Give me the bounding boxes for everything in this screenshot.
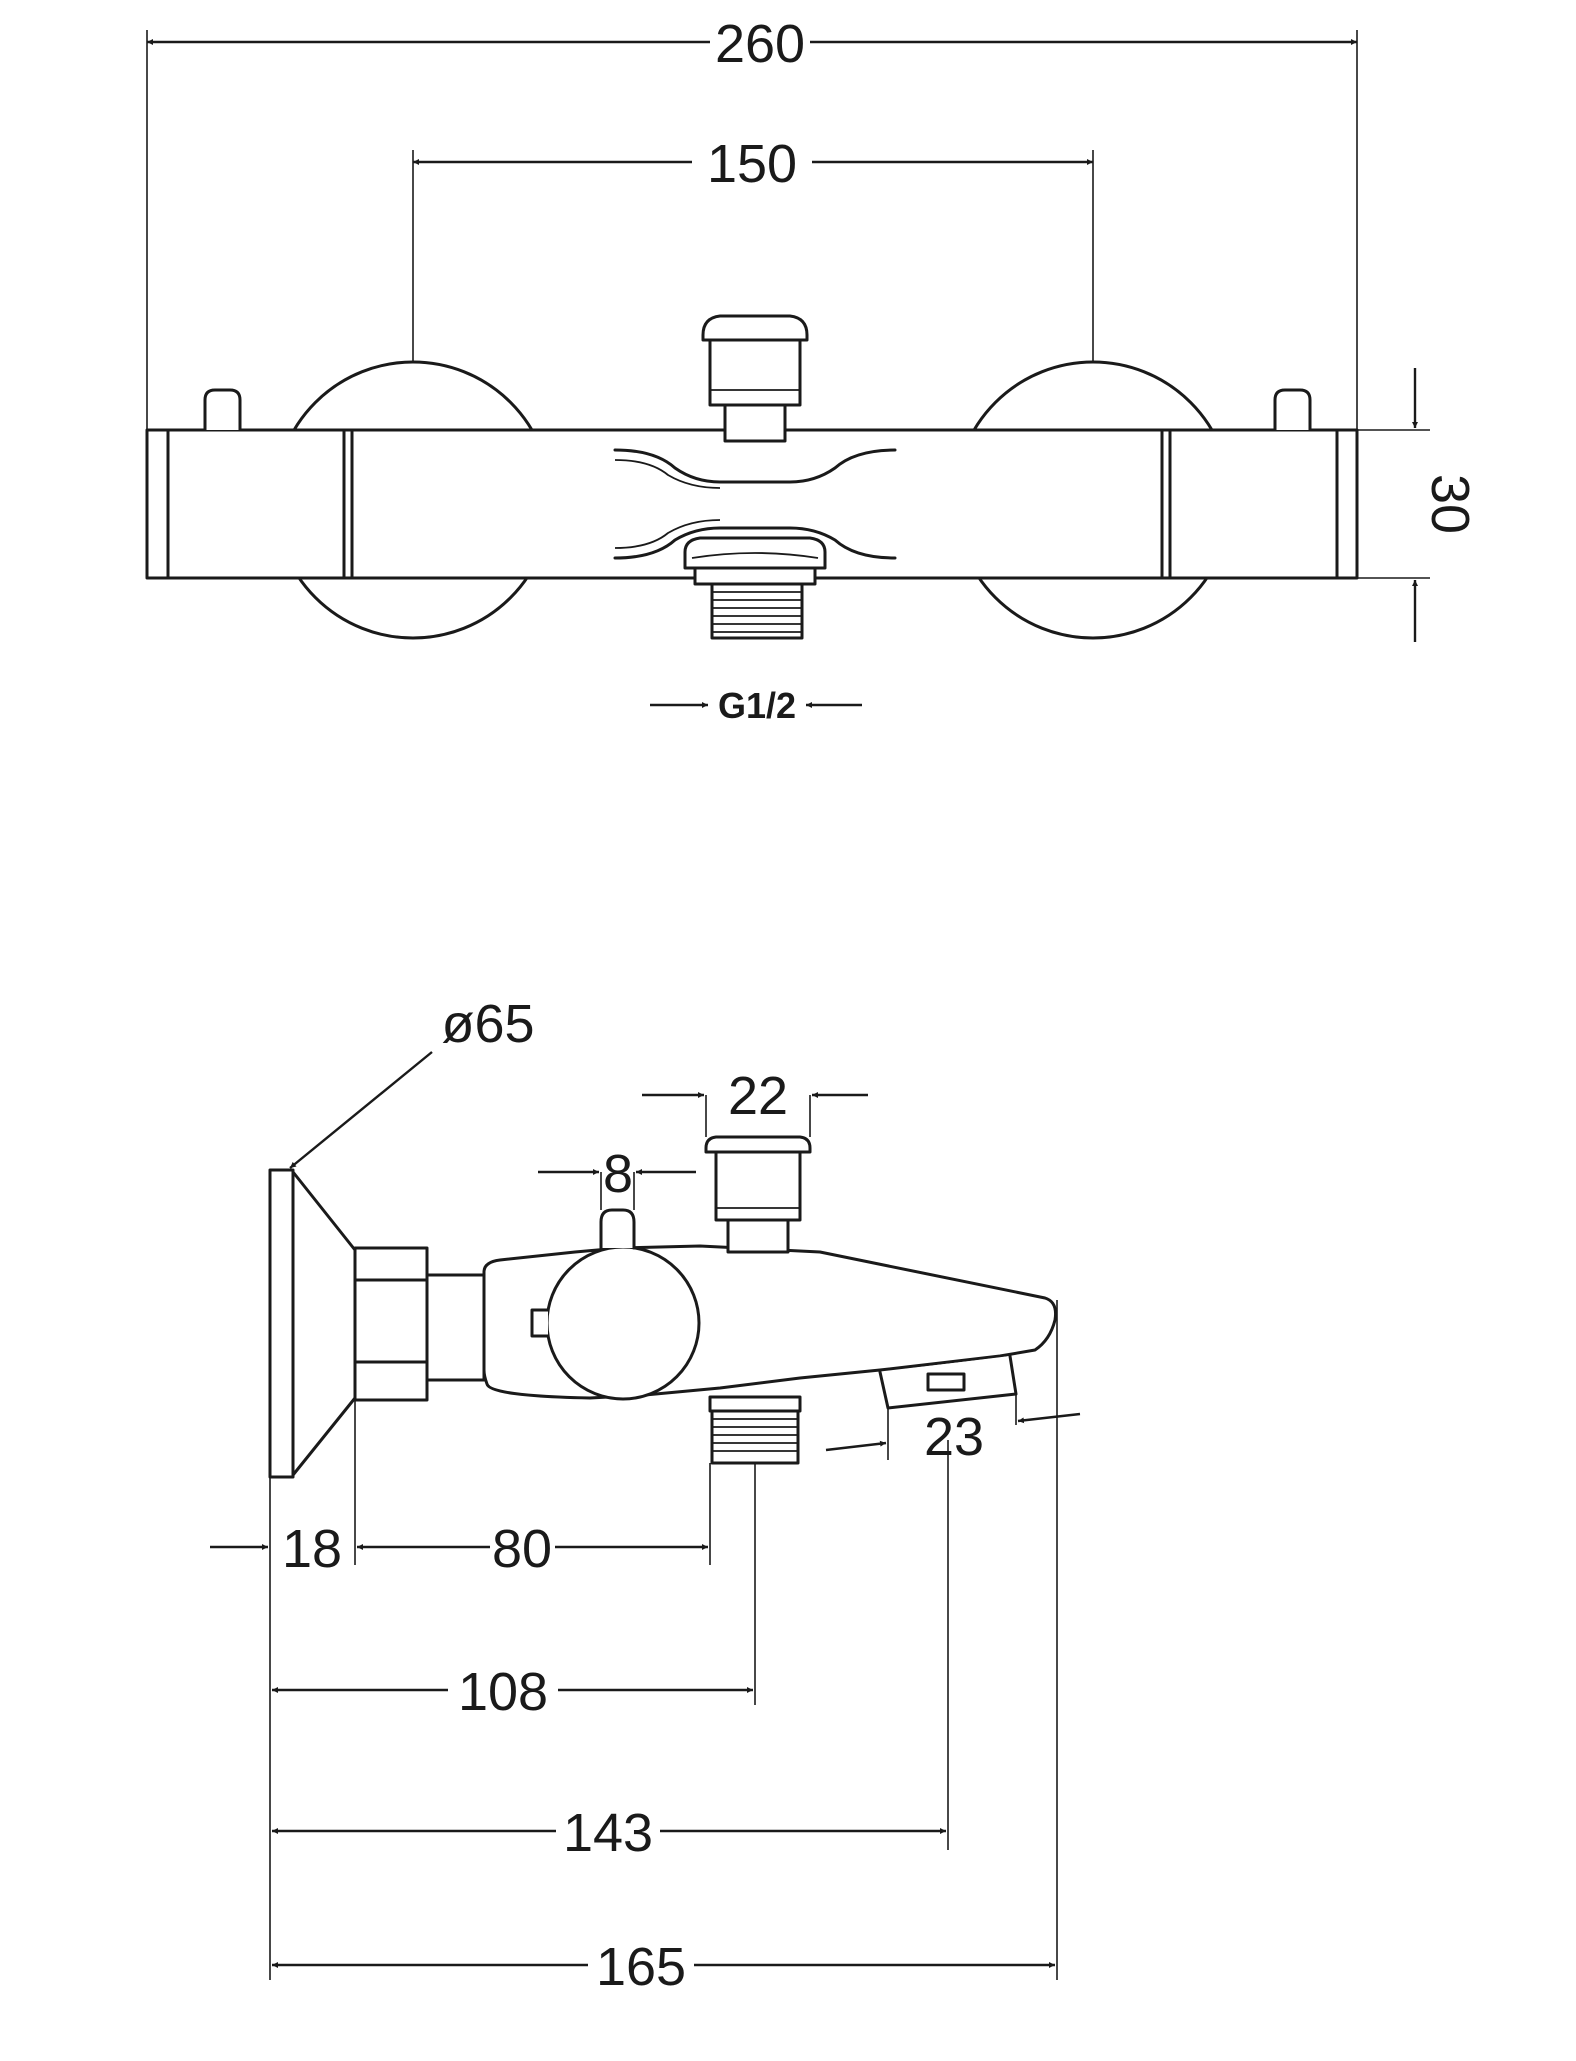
dimension-g12: G1/2 [650, 685, 862, 726]
dimension-18-80: 18 80 [210, 1519, 708, 1579]
dimension-108: 108 [272, 1662, 753, 1722]
diverter-side [704, 1135, 812, 1254]
wall-plate [268, 1168, 295, 1479]
lock-knob-side [599, 1208, 636, 1250]
waist-curve-bottom-inner [614, 519, 721, 549]
waist-curve-top-inner [614, 459, 721, 489]
dim-30-label: 30 [1420, 474, 1480, 534]
waist-curve-bottom [613, 526, 897, 560]
bottom-outlet-thread [683, 536, 827, 640]
dim-22-label: 22 [728, 1066, 788, 1126]
dim-165-label: 165 [596, 1937, 686, 1997]
dim-23-label: 23 [924, 1407, 984, 1467]
spout-aerator [878, 1354, 1018, 1410]
dim-d65-label: ø65 [441, 994, 534, 1054]
side-outlet-thread [708, 1395, 802, 1465]
dim-143-label: 143 [563, 1803, 653, 1863]
dim-g12-label: G1/2 [718, 685, 796, 726]
dimension-150: 150 [413, 134, 1093, 194]
connector-pipe [425, 1273, 486, 1382]
top-view: 260 150 30 G1/2 [145, 14, 1480, 726]
right-lock-knob [1273, 388, 1312, 432]
bar-segment-lines [166, 428, 1339, 580]
dimension-143: 143 [272, 1803, 946, 1863]
side-view: ø65 22 8 23 18 80 [210, 994, 1081, 1997]
diverter-knob [701, 314, 809, 443]
dimension-22: 22 [642, 1066, 868, 1126]
waist-curve-top [613, 448, 897, 484]
dimension-165: 165 [272, 1937, 1055, 1997]
dimension-260: 260 [147, 14, 1357, 74]
top-extension-lines [146, 30, 1430, 579]
dim-150-label: 150 [707, 134, 797, 194]
dimension-30: 30 [1412, 368, 1480, 642]
dimension-8: 8 [538, 1144, 696, 1204]
dim-80-label: 80 [492, 1519, 552, 1579]
dimension-23: 23 [825, 1407, 1081, 1467]
side-extension-lines [269, 1095, 1058, 1980]
dim-18-label: 18 [282, 1519, 342, 1579]
dim-8-label: 8 [603, 1144, 633, 1204]
dim-260-label: 260 [715, 14, 805, 74]
hex-nut [353, 1246, 429, 1402]
left-lock-knob [203, 388, 242, 432]
dimension-d65: ø65 [289, 994, 535, 1169]
escutcheon-cone [291, 1170, 357, 1477]
dim-108-label: 108 [458, 1662, 548, 1722]
